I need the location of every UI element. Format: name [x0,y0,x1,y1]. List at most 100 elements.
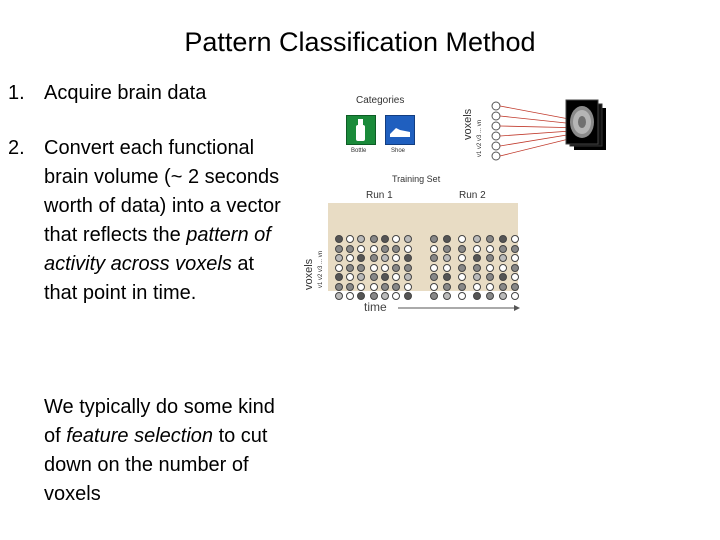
voxel-dot [370,292,378,300]
voxel-dot [381,244,389,253]
voxel-index-labels-top: v1 v2 v3 ... vn [477,119,483,157]
voxel-dot [499,244,507,253]
voxel-dot [486,263,494,272]
voxel-dot [458,292,466,300]
category-name-shoe: Shoe [391,148,406,154]
time-label: time [364,300,387,314]
voxel-dot [370,235,378,243]
voxel-dot [404,292,412,300]
voxel-dot [335,263,343,272]
voxel-dot [381,282,389,291]
voxel-dot [381,273,389,281]
voxel-dot [458,282,466,291]
voxels-label-left: voxels [303,258,315,290]
voxel-dot [381,292,389,300]
voxel-dot [335,273,343,281]
bottle-icon [356,119,365,141]
voxel-dot [357,235,365,243]
italic-text-segment: pattern of activity across voxels [44,224,271,275]
voxel-dot [346,244,354,253]
voxel-dot [458,263,466,272]
voxel-dot [486,292,494,300]
voxel-index-labels-left: v1 v2 v3 ... vn [318,250,324,288]
voxel-dot [335,282,343,291]
voxel-dot [335,254,343,262]
text-segment: to cut down on the number of voxels [44,425,268,505]
voxel-dot [392,244,400,253]
voxel-dot [486,273,494,281]
voxel-dot [392,292,400,300]
categories-label: Categories [356,95,405,106]
voxel-dot [458,235,466,243]
voxel-dot [346,292,354,300]
voxel-dot [473,235,481,243]
slide-title: Pattern Classification Method [184,27,536,57]
voxel-dot [335,244,343,253]
list-item-text: Convert each functional brain volume (~ … [44,134,284,308]
voxel-dot [404,235,412,243]
brain-scan-image [565,99,606,150]
voxel-dot [430,244,438,253]
italic-text-segment: feature selection [66,425,214,447]
voxel-dot [392,254,400,262]
voxel-dot [335,235,343,243]
run-2-label: Run 2 [459,190,486,201]
voxel-dot [404,263,412,272]
voxel-dot [430,254,438,262]
voxel-dot [370,273,378,281]
voxel-dot [404,254,412,262]
list-number: 2. [8,137,25,159]
shoe-icon [390,128,410,137]
voxel-dot [370,244,378,253]
voxel-dot [404,282,412,291]
voxel-dot [335,292,343,300]
time-axis-arrow [398,305,520,311]
voxel-dot [473,263,481,272]
voxel-dot [346,254,354,262]
training-set-label: Training Set [392,174,441,184]
voxel-dot [443,273,451,281]
run-1-label: Run 1 [366,190,393,201]
voxel-dot [473,282,481,291]
voxel-dot [486,254,494,262]
voxel-dot [392,273,400,281]
voxel-dot [392,282,400,291]
voxel-dot [381,254,389,262]
voxel-dot [381,263,389,272]
voxel-dot [511,244,519,253]
voxel-dot [499,273,507,281]
voxel-dot [404,273,412,281]
voxel-dot [511,292,519,300]
voxel-dot [499,282,507,291]
voxel-dot [511,282,519,291]
voxels-label-top: voxels [462,108,474,140]
voxel-dot [443,235,451,243]
voxel-dot [370,282,378,291]
voxel-dot [443,263,451,272]
voxel-dot [357,244,365,253]
list-item-text: Acquire brain data [44,82,207,104]
voxel-dot [357,282,365,291]
voxel-dot [458,273,466,281]
voxel-dot [392,235,400,243]
voxel-dot [404,244,412,253]
voxel-dot [499,292,507,300]
voxel-dot [499,263,507,272]
training-set-matrix [328,203,519,300]
voxel-dot [458,254,466,262]
voxel-dot [511,254,519,262]
voxel-dot [443,292,451,300]
voxel-dot [486,235,494,243]
voxel-dot [430,235,438,243]
voxel-dot [473,244,481,253]
voxel-dot [346,273,354,281]
voxel-dot [473,254,481,262]
voxel-dot [443,282,451,291]
voxel-dot [346,263,354,272]
voxel-dot [357,273,365,281]
text-segment: We typically do some kind of [44,396,275,447]
voxel-dot [357,263,365,272]
voxel-dot [430,263,438,272]
